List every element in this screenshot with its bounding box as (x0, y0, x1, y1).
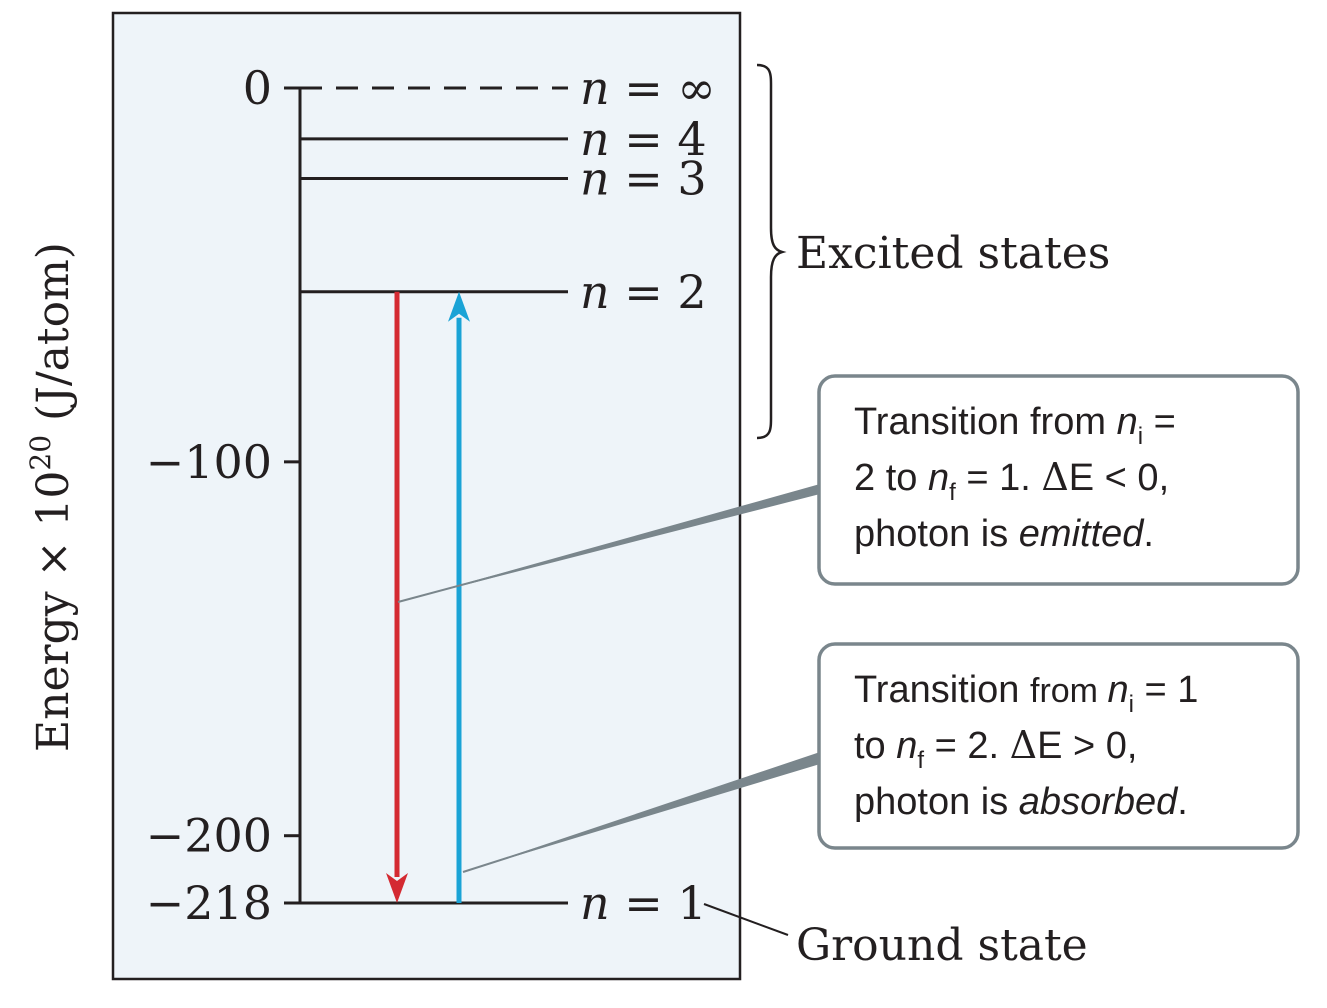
emitted-callout-line3: photon is emitted. (854, 513, 1154, 555)
energy-level-label: n = 3 (580, 151, 707, 205)
absorbed-pointer-line (462, 757, 821, 873)
axis-title: Energy × 1020 (J/atom) (24, 242, 79, 752)
absorbed-callout-line3: photon is absorbed. (854, 781, 1188, 823)
axis-ticks: 0 −100 −200 −218 (146, 61, 300, 930)
emitted-callout-line2: 2 to nf = 1. ΔE < 0, (854, 455, 1169, 506)
emitted-callout-line1: Transition from ni = (854, 401, 1176, 450)
energy-level-label: n = 4 (580, 112, 707, 166)
emission-arrow-head (386, 873, 408, 903)
absorbed-callout-box (817, 642, 1300, 850)
tick-label: −200 (146, 809, 272, 863)
absorbed-callout-line2: to nf = 2. ΔE > 0, (854, 723, 1137, 774)
excited-states-brace (756, 63, 787, 440)
tick-label: 0 (243, 61, 272, 115)
absorption-arrow-head (448, 291, 470, 322)
absorbed-callout-pointer (463, 752, 820, 872)
tick-label: −100 (146, 435, 272, 489)
emitted-callout-pointer (398, 484, 820, 602)
ground-state-leader (703, 903, 789, 936)
emitted-callout-box (817, 374, 1300, 586)
energy-level-label: n = 1 (580, 876, 707, 930)
energy-level-label: n = ∞ (580, 61, 716, 115)
ground-state-label: Ground state (796, 920, 1088, 971)
tick-label: −218 (146, 876, 272, 930)
energy-level-label: n = 2 (580, 265, 707, 319)
absorbed-callout-line1: Transition from ni = 1 (854, 669, 1198, 718)
energy-levels: n = 1 n = 2 n = 3n = 4n = ∞ (300, 61, 716, 930)
excited-states-label: Excited states (796, 228, 1110, 279)
transition-arrows (386, 291, 470, 903)
emitted-pointer-line (397, 488, 821, 603)
